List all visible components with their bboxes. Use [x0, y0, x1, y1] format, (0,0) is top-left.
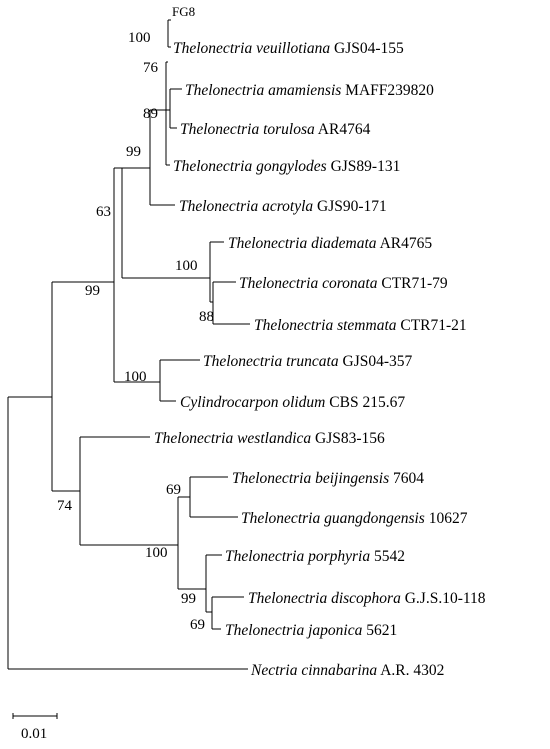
branch-beijingensis-guangdongensis [189, 476, 238, 518]
taxon-label-amamiensis: Thelonectria amamiensis MAFF239820 [185, 82, 434, 99]
bootstrap-porphyria-group: 99 [181, 591, 196, 607]
branch-lower-clade [79, 436, 178, 546]
bootstrap-acrotyla-group: 99 [126, 144, 141, 160]
bootstrap-beijing-porphyria: 100 [145, 545, 168, 561]
branch-inner-group [149, 109, 175, 206]
branch-truncata-olidum [159, 359, 200, 402]
taxon-label-gongylodes: Thelonectria gongylodes GJS89-131 [173, 158, 400, 175]
taxon-label-diademata: Thelonectria diademata AR4765 [228, 235, 432, 252]
taxon-label-japonica: Thelonectria japonica 5621 [225, 622, 397, 639]
bootstrap-amamiensis-torulosa: 76 [143, 60, 159, 76]
taxon-label-torulosa: Thelonectria torulosa AR4764 [180, 121, 371, 138]
taxon-label-beijingensis: Thelonectria beijingensis 7604 [232, 470, 424, 487]
taxon-label-fg8: FG8 [172, 4, 195, 19]
bootstrap-diademata-group: 100 [175, 258, 198, 274]
bootstrap-inner-group: 89 [143, 106, 158, 122]
branch-fg8-veuillotiana [167, 19, 171, 48]
taxon-label-truncata: Thelonectria truncata GJS04-357 [203, 353, 413, 370]
taxon-label-coronata: Thelonectria coronata CTR71-79 [239, 275, 448, 292]
taxon-label-guangdongensis: Thelonectria guangdongensis 10627 [241, 510, 468, 527]
bootstrap-fg8-veuillotiana: 100 [128, 30, 151, 46]
taxon-label-porphyria: Thelonectria porphyria 5542 [225, 548, 405, 565]
bootstrap-coronata-stemmata: 88 [199, 309, 214, 325]
tree-branches [7, 19, 250, 670]
branch-upper-clade [51, 281, 114, 492]
bootstrap-values: 100 76 89 99 63 100 88 100 99 74 69 100 … [57, 30, 214, 633]
taxon-label-acrotyla: Thelonectria acrotyla GJS90-171 [179, 198, 387, 215]
branch-porphyria-group [205, 554, 222, 613]
branch-beijing-porphyria [177, 496, 206, 590]
bootstrap-discophora-japonica: 69 [190, 617, 205, 633]
branch-coronata-stemmata [212, 281, 250, 325]
bootstrap-major-group: 63 [96, 204, 111, 220]
taxon-label-olidum: Cylindrocarpon olidum CBS 215.67 [180, 394, 405, 411]
taxon-label-westlandica: Thelonectria westlandica GJS83-156 [154, 430, 385, 447]
branch-major-group [113, 167, 160, 383]
taxon-labels: FG8 Thelonectria veuillotiana GJS04-155 … [154, 4, 486, 679]
branch-acrotyla-group [121, 167, 210, 279]
taxon-label-cinnabarina: Nectria cinnabarina A.R. 4302 [250, 662, 444, 679]
branch-amamiensis-torulosa [169, 88, 182, 129]
scale-bar-line [12, 713, 58, 719]
branch-diademata-group [209, 241, 224, 303]
taxon-label-discophora: Thelonectria discophora G.J.S.10-118 [248, 590, 486, 607]
branch-gongylodes-node [165, 61, 170, 166]
branch-root [7, 396, 248, 670]
taxon-label-stemmata: Thelonectria stemmata CTR71-21 [254, 317, 467, 334]
bootstrap-beijingensis-guangdongensis: 69 [166, 482, 181, 498]
bootstrap-lower-clade: 74 [57, 498, 73, 514]
bootstrap-truncata-olidum: 100 [124, 369, 147, 385]
scale-bar-label: 0.01 [21, 726, 47, 742]
branch-discophora-japonica [211, 596, 244, 630]
bootstrap-upper-clade: 99 [85, 283, 100, 299]
taxon-label-veuillotiana: Thelonectria veuillotiana GJS04-155 [173, 40, 404, 57]
scale-bar: 0.01 [12, 713, 58, 742]
